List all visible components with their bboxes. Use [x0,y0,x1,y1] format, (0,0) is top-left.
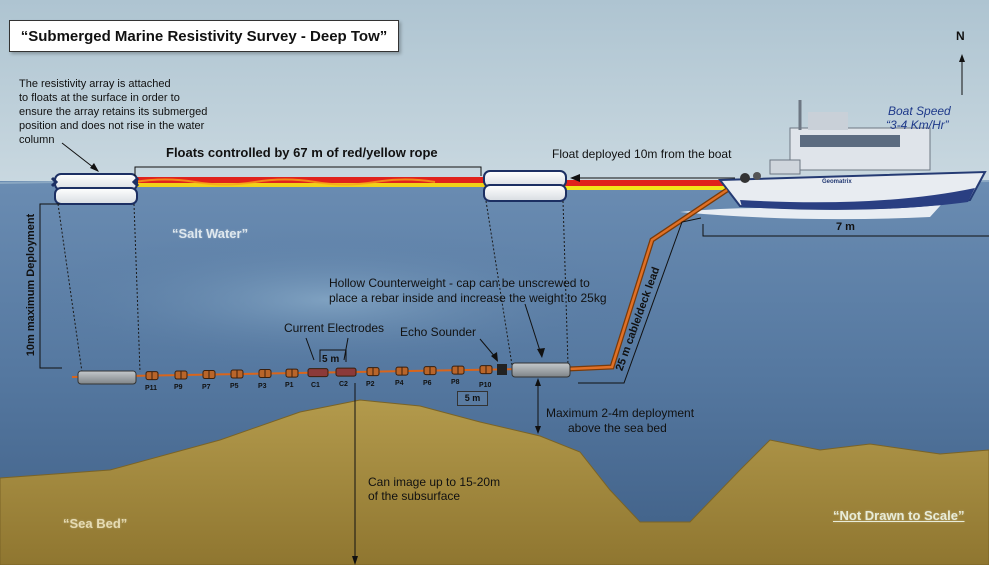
sea-bed [0,399,989,565]
counterweight-pointer-head [537,348,545,358]
tether-lines [57,200,569,373]
counterweight-note-line-1: Hollow Counterweight - cap can be unscre… [329,276,590,290]
image-depth-line-1: Can image up to 15-20m [368,475,501,489]
north-label: N [956,29,965,43]
electrode-label-p10: P10 [479,382,492,389]
deck-cable [567,188,728,371]
electrode-label-p4: P4 [395,380,404,388]
float-right [483,170,567,202]
boat: Geomatrix [680,100,987,220]
float-note-line-3: ensure the array retains its submerged [19,106,208,118]
counterweight [511,362,571,378]
electrode-label-p2: P2 [366,380,375,388]
counterweight-pointer [524,303,542,355]
electrode-label-p1: P1 [285,382,294,390]
float-note-line-2: to floats at the surface in order to [19,92,180,104]
deployment-bracket [39,203,62,369]
spacing-bottom-label: 5 m [457,391,488,406]
note-pointer-head [90,163,99,172]
current-pointer-2 [343,337,349,361]
float-deployed-label: Float deployed 10m from the boat [552,147,732,161]
boat-speed-label: Boat Speed [888,104,951,118]
seabed-clearance-arrow [535,378,541,434]
salt-water-label: “Salt Water” [172,226,249,241]
electrode-label-p3: P3 [258,382,267,390]
rope-label: Floats controlled by 67 m of red/yellow … [166,145,438,160]
electrode-label-p11: P11 [145,384,158,392]
not-to-scale-label: “Not Drawn to Scale” [833,508,965,523]
electrode-label-c1: C1 [311,381,320,389]
sea-bed-label: “Sea Bed” [63,516,128,531]
seabed-deploy-line-2: above the sea bed [568,421,667,435]
current-electrodes-label: Current Electrodes [284,321,385,335]
electrode-label-c2: C2 [339,381,348,389]
electrode-c2 [335,367,357,377]
boat-speed-value: “3-4 Km/Hr” [886,118,949,132]
seabed-deploy-line-1: Maximum 2-4m deployment [546,406,695,420]
float-left [50,173,140,205]
north-arrow-icon [959,54,965,95]
boat-length-label: 7 m [836,221,855,233]
rope [134,177,725,190]
electrode-label-p8: P8 [451,379,460,386]
electrode-label-p6: P6 [423,379,432,387]
electrode-c1 [307,368,329,378]
image-depth-arrow [352,383,358,565]
page-title: “Submerged Marine Resistivity Survey - D… [9,20,399,52]
echo-sounder-label: Echo Sounder [400,325,477,339]
electrode-label-p9: P9 [174,384,183,392]
spacing-bracket-top [319,349,347,362]
counterweight-note-line-2: place a rebar inside and increase the we… [329,291,607,305]
rope-bracket [134,166,482,176]
boat-length-dimension [702,224,989,237]
tail-weight [77,370,137,385]
echo-pointer-head [491,352,498,362]
electrode-label-p5: P5 [230,383,239,391]
water-glow [30,230,630,370]
float-note-line-1: The resistivity array is attached [19,78,171,90]
image-depth-line-2: of the subsurface [368,489,461,503]
float-note-line-5: column [19,134,55,146]
float-deployed-arrow [570,174,735,182]
electrode-array [145,365,493,381]
max-deployment-label: 10m maximum Deployment [25,213,37,357]
cable-bracket [578,217,702,384]
boat-brand-text: Geomatrix [822,179,852,185]
current-pointer-1 [305,337,315,361]
electrode-label-p7: P7 [202,383,211,391]
float-note-line-4: position and does not rise in the water [19,120,205,132]
spacing-top-label: 5 m [322,354,340,365]
echo-sounder-icon [497,364,507,375]
